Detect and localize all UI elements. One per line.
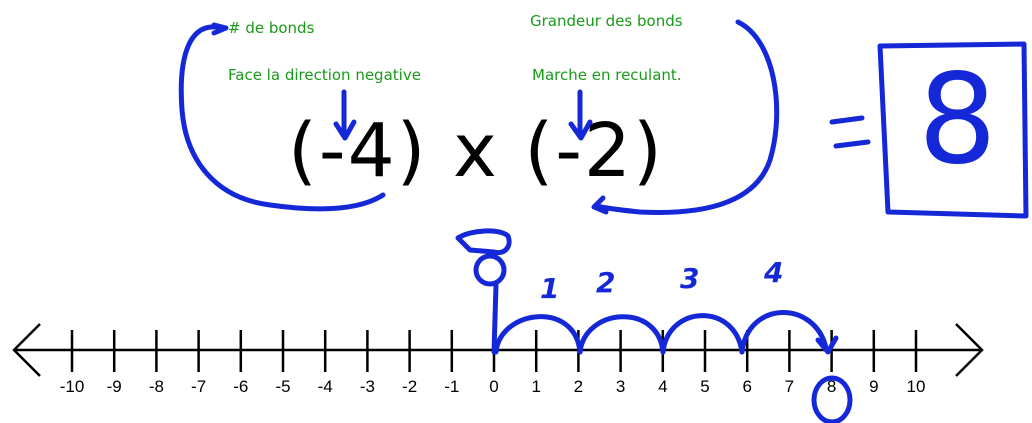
tick-label: 6 (742, 377, 752, 396)
tick-label: 1 (531, 377, 541, 396)
jump-number-3: 3 (680, 262, 700, 295)
equals-top-stroke (829, 115, 865, 125)
tick-label: -4 (317, 377, 333, 396)
tick-label: -6 (233, 377, 249, 396)
arrow-head-negative-two (568, 119, 593, 141)
tick-label: -8 (148, 377, 164, 396)
left-connector-head (211, 22, 229, 36)
tick-label: -10 (59, 377, 85, 396)
figure-body (491, 282, 499, 355)
tick-label: 2 (573, 377, 584, 396)
right-connector-head (591, 195, 609, 215)
answer-box (877, 41, 1029, 219)
multiplication-expression: (-4) x (-2) (288, 108, 664, 194)
arrow-head-negative-four (333, 119, 357, 141)
tick-label: 4 (658, 377, 668, 396)
tick-label: 3 (615, 377, 626, 396)
tick-label: -3 (359, 377, 375, 396)
figure-cap-icon (455, 228, 512, 256)
tick-label: 0 (489, 377, 499, 396)
figure-head-icon (473, 253, 507, 287)
jump-arc-1 (493, 314, 583, 355)
num-jumps-annotation: # de bonds (228, 19, 315, 37)
final-jump-arrow-head (815, 335, 839, 355)
answer-circle (811, 375, 853, 423)
tick-label: -9 (106, 377, 122, 396)
right-connector-curve (593, 19, 780, 215)
tick-label: 10 (906, 377, 926, 396)
left-arrow-icon (12, 323, 41, 377)
tick-label: -5 (275, 377, 291, 396)
right-arrow-icon (955, 323, 984, 377)
jump-number-4: 4 (764, 256, 784, 289)
walk-backward-annotation: Marche en reculant. (532, 66, 682, 84)
left-connector-curve (178, 24, 386, 212)
tick-label: 8 (826, 377, 837, 396)
jump-arc-2 (577, 314, 666, 355)
jump-number-1: 1 (540, 272, 560, 305)
tick-label: 5 (700, 377, 710, 396)
answer-value: 8 (918, 48, 997, 192)
jump-arc-4 (739, 310, 829, 355)
tick-label: -2 (402, 377, 418, 396)
negative-direction-annotation: Face la direction negative (228, 66, 421, 84)
tick-label: 7 (784, 377, 795, 396)
jump-size-annotation: Grandeur des bonds (530, 12, 683, 30)
tick-label: 9 (869, 377, 879, 396)
tick-label: -7 (191, 377, 207, 396)
jump-number-2: 2 (596, 266, 616, 299)
equals-bottom-stroke (833, 139, 871, 149)
tick-label: -1 (444, 377, 460, 396)
jump-arc-3 (660, 313, 745, 355)
